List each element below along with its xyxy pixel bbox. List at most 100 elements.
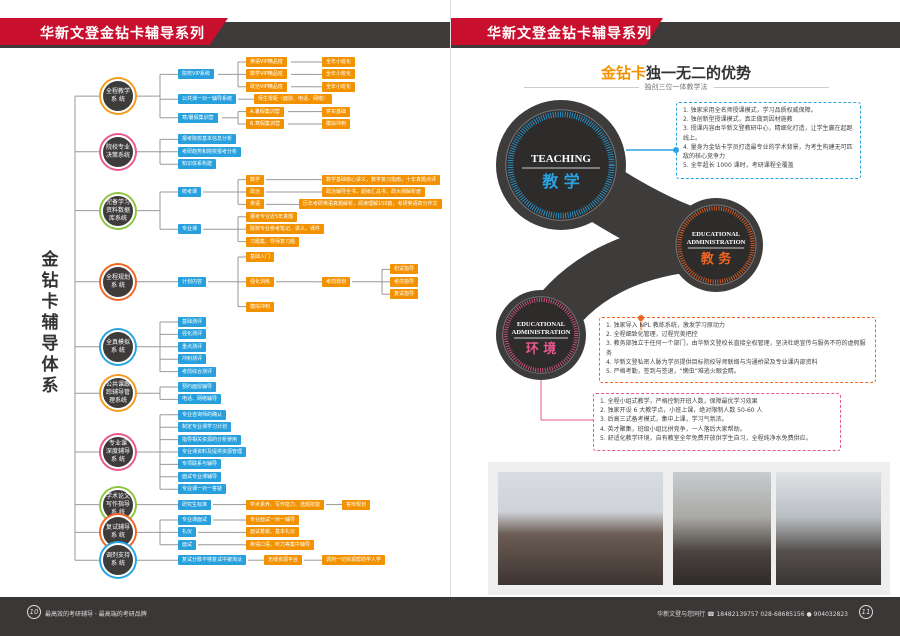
detail-node: 报考专业近5年真题 xyxy=(246,211,298,222)
branch-node: 报考院校基本信息分析 xyxy=(178,134,237,145)
advantage-item: 5. 全年超长 1000 课时，考研课程全覆盖 xyxy=(683,162,794,170)
branch-node: 制定专业课学习计划 xyxy=(178,422,232,433)
branch-node: 面试 xyxy=(178,539,197,550)
circle-inner xyxy=(502,296,580,374)
circle-en-label: TEACHING xyxy=(531,153,591,165)
subtitle-text: 独创三位一体教学法 xyxy=(644,83,708,91)
mind-map-connectors xyxy=(74,61,390,561)
branch-node: 电话、网络辅导 xyxy=(178,394,222,405)
footer-qq: 904032823 xyxy=(813,611,848,618)
detail-node: 复试指导 xyxy=(390,289,419,300)
detail-node: 全年小班化 xyxy=(322,69,356,80)
detail-node: 英语VIP精品班 xyxy=(246,57,287,67)
detail-node: 调剂一切资源帮助学人学 xyxy=(322,555,386,566)
branch-node: 重点测评 xyxy=(178,341,207,352)
system-circle: 全真模拟 系 统 xyxy=(101,329,135,364)
detail-node: 专业面试一对一辅导 xyxy=(246,515,300,525)
footer-slogan: 最高效的考研辅导 · 最高端的考研品牌 xyxy=(45,611,147,618)
left-header-bar: 华新文登金钻卡辅导系列 xyxy=(0,18,450,48)
branch-node: 统考课 xyxy=(178,187,202,197)
detail-node: 面试着装、基本礼仪 xyxy=(246,527,300,538)
branch-node: 强化测评 xyxy=(178,329,207,340)
detail-node: 数学基础核心讲义，数学复习指南，十年真题点评 xyxy=(322,174,441,185)
branch-node: 专项联系与辅导 xyxy=(178,459,222,470)
photo-strip xyxy=(488,462,890,595)
branch-node: 预约面授辅导 xyxy=(178,382,217,392)
advantage-item: 4. 英才聚集，班级小组比拼竞争，一人落后大家帮助。 xyxy=(600,425,746,433)
footer-bar: 10 最高效的考研辅导 · 最高端的考研品牌 华新文登与您同行 ☎ 184821… xyxy=(0,597,900,636)
branch-node: 研究生标准 xyxy=(178,499,212,510)
system-circle: 全程教学 系 统 xyxy=(101,79,135,114)
title-accent: 金钻卡 xyxy=(600,64,646,82)
detail-node: 师生零距（面授、电话、网络） xyxy=(254,94,333,105)
advantage-item: 1. 独家导入 NPL 教练系统，激发学习原动力 xyxy=(606,322,725,329)
branch-node: 专业课一对一答疑 xyxy=(178,484,227,495)
advantage-item: 5. 严格考勤，签到与签退，“懒虫”难逃火眼金睛。 xyxy=(606,368,740,376)
header-banner: 华新文登金钻卡辅导系列 xyxy=(451,18,663,45)
branch-node: 专业课 xyxy=(178,224,202,235)
detail-node: 全年小班化 xyxy=(322,57,356,67)
system-circle: 专业课 深度辅导 系 统 xyxy=(101,435,135,469)
classroom-photo xyxy=(673,472,771,585)
tick-ring xyxy=(503,297,579,373)
right-page: 华新文登金钻卡辅导系列 金钻卡独一无二的优势 独创三位一体教学法 TEACHIN… xyxy=(450,0,900,636)
detail-node: 答辩规划 xyxy=(342,499,371,510)
branch-node: 寒/暑假集训营 xyxy=(178,112,218,123)
footer-phone1: 18482139757 xyxy=(716,611,759,618)
system-circle: 完备学习 资料数据 库系统 xyxy=(101,193,135,228)
detail-node: 强化训练 xyxy=(246,276,275,287)
advantage-item: 1. 全程小组式教学，严格控制开班人数，保障最优学习效果 xyxy=(600,398,758,405)
detail-node: 基础入门 xyxy=(246,252,275,262)
right-page-number: 11 xyxy=(859,605,873,619)
system-circle: 全程规划 系 统 xyxy=(101,264,135,299)
detail-node: 全年小班化 xyxy=(322,81,356,92)
detail-node: 无缝资源平台 xyxy=(264,555,303,566)
detail-node: B.寒假集训营 xyxy=(246,119,285,129)
detail-node: 模拟冲刺 xyxy=(322,119,351,129)
advantage-item: 3. 教务部独立于任何一个部门，由华新文登校长直接全权管理，坚决杜绝宣传与服务不… xyxy=(606,340,866,357)
branch-node: 复试分数不够复试中被淘汰 xyxy=(178,555,247,566)
circle-inner xyxy=(505,109,617,221)
mind-map: 全年小班化英语VIP精品班全年小班化数学VIP精品班全年小班化政治VIP精品班院… xyxy=(0,0,450,596)
detail-node: 考前指导 xyxy=(390,276,419,287)
right-header-bar: 华新文登金钻卡辅导系列 xyxy=(451,18,900,48)
advantage-item: 2. 全程细致化管理，过程完美把控 xyxy=(606,331,698,339)
branch-node: 考前综合测评 xyxy=(178,366,217,377)
left-page-number: 10 xyxy=(27,605,41,619)
circle-zh-label: 环 境 xyxy=(526,341,557,357)
advantage-item: 2. 独家开设 6 大教学点，小班上课，绝对限制人数 50-60 人 xyxy=(600,407,763,415)
branch-node: 基础测评 xyxy=(178,317,207,327)
system-circle: 院校专业 决策系统 xyxy=(101,134,135,169)
pointer-dot xyxy=(638,315,644,321)
detail-node: 英语口语、听力等集中辅导 xyxy=(246,539,315,550)
detail-node: 初试指导 xyxy=(390,264,419,275)
system-circle: 调剂支持 系 统 xyxy=(101,543,135,578)
advantage-item: 1. 独家采用全名师授课模式，学习品质权威保障。 xyxy=(683,107,817,114)
branch-node: 礼仪 xyxy=(178,527,197,538)
phone-icon: ☎ xyxy=(707,611,715,618)
advantage-item: 4. 量身为金钻卡学员打造最专业的学术背景，为考生构建无可匹敌的核心竞争力 xyxy=(683,143,853,161)
detail-node: 历年考研英语真题解析，阅读理解150篇，考研英语高分作文 xyxy=(299,199,442,210)
footer-phone2: 028-68685156 xyxy=(760,611,805,618)
advantages-title: 金钻卡独一无二的优势 xyxy=(451,62,900,83)
circle-zh-label: 教 学 xyxy=(542,172,580,191)
footer-tagline: 华新文登与您同行 xyxy=(657,611,706,618)
header-title: 华新文登金钻卡辅导系列 xyxy=(487,26,652,42)
header-banner: 华新文登金钻卡辅导系列 xyxy=(0,18,228,45)
detail-node: 政治 xyxy=(246,187,265,197)
detail-node: 习题集、导师复习题 xyxy=(246,236,300,247)
detail-node: A.暑假集训营 xyxy=(246,106,284,117)
branch-node: 面试专业课辅导 xyxy=(178,471,222,482)
tick-ring xyxy=(507,111,615,219)
advantage-item: 4. 华新文登私密人脉为学员提供目标院校导师联络与沟通桥梁及专业课内部资料 xyxy=(606,358,818,366)
advantage-item: 2. 独创新型授课模式，真正做到因材施教 xyxy=(683,116,793,124)
detail-node: 数学VIP精品班 xyxy=(246,69,287,80)
detail-node: 数学 xyxy=(246,174,265,185)
group-photo xyxy=(498,472,663,585)
branch-node: 冲刺测评 xyxy=(178,354,207,365)
header-title: 华新文登金钻卡辅导系列 xyxy=(40,26,205,42)
detail-node: 模拟冲刺 xyxy=(246,301,275,312)
left-page: 华新文登金钻卡辅导系列 金钻卡辅导体系 全年小班化英语VIP精品班全年小班化数学… xyxy=(0,0,450,596)
